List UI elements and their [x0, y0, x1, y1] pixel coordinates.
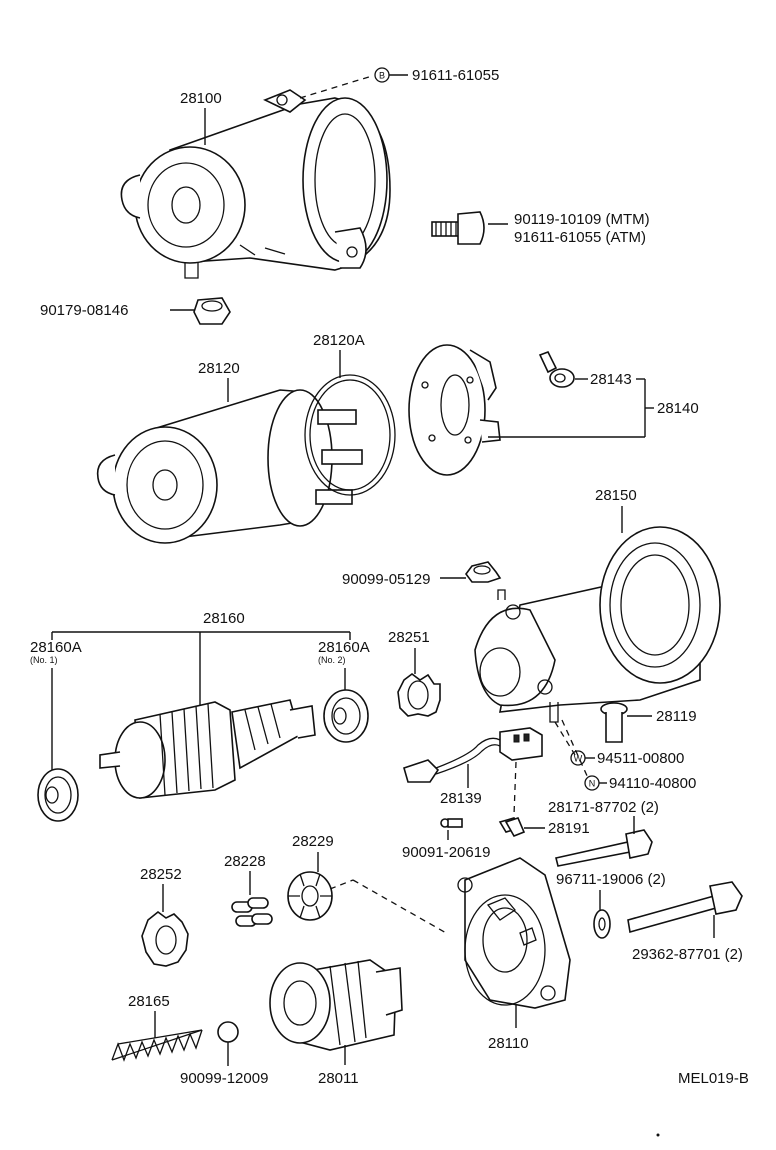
gear-28229-drawing — [287, 871, 333, 921]
brush-holder-drawing — [408, 344, 501, 476]
lead-wire-drawing — [403, 727, 543, 783]
label-28252: 28252 — [140, 866, 182, 883]
label-28160a-1: 28160A — [30, 639, 82, 656]
nut-90099-05129-drawing — [465, 561, 502, 583]
marker-b-label: B — [379, 71, 385, 81]
label-28229: 28229 — [292, 833, 334, 850]
label-28251: 28251 — [388, 629, 430, 646]
starter-assembly-drawing — [120, 89, 391, 279]
label-28100: 28100 — [180, 90, 222, 107]
label-28160: 28160 — [203, 610, 245, 627]
label-no-1: (No. 1) — [30, 655, 58, 665]
label-28165: 28165 — [128, 993, 170, 1010]
bolt-29362-drawing — [627, 881, 743, 934]
label-28171-87702: 28171-87702 (2) — [548, 799, 659, 816]
washer-96711-drawing — [593, 909, 611, 939]
label-94110-40800: 94110-40800 — [609, 775, 696, 792]
nut-90179-drawing — [193, 297, 231, 325]
rollers-28228-drawing — [231, 897, 273, 927]
bearing-no2-drawing — [323, 689, 369, 743]
label-94511-00800: 94511-00800 — [597, 750, 684, 767]
label-91611-61055-atm: 91611-61055 (ATM) — [514, 229, 646, 246]
label-28120a: 28120A — [313, 332, 365, 349]
label-29362-87701: 29362-87701 (2) — [632, 946, 743, 963]
bolt-90119-drawing — [431, 211, 485, 245]
label-90119-10109: 90119-10109 (MTM) — [514, 211, 650, 228]
label-96711-19006: 96711-19006 (2) — [556, 871, 666, 888]
screw-90091-drawing — [440, 818, 463, 828]
label-90099-05129: 90099-05129 — [342, 571, 430, 588]
label-90091-20619: 90091-20619 — [402, 844, 490, 861]
label-91611-61055-top: 91611-61055 — [412, 67, 499, 84]
marker-w-label: W — [574, 754, 583, 764]
label-28160a-2: 28160A — [318, 639, 370, 656]
end-frame-28110-drawing — [457, 857, 571, 1009]
bolt-28171-drawing — [555, 829, 653, 867]
label-90179-08146: 90179-08146 — [40, 302, 128, 319]
label-28110: 28110 — [488, 1035, 529, 1052]
drawing-code: MEL019-B — [678, 1070, 749, 1087]
label-28191: 28191 — [548, 820, 590, 837]
label-28150: 28150 — [595, 487, 637, 504]
clutch-28011-drawing — [269, 959, 403, 1051]
label-no-2: (No. 2) — [318, 655, 346, 665]
label-28120: 28120 — [198, 360, 240, 377]
label-28119: 28119 — [656, 708, 697, 725]
gasket-28120a-drawing — [304, 374, 396, 496]
armature-drawing — [99, 699, 316, 799]
terminal-28191-drawing — [498, 817, 526, 838]
label-28011: 28011 — [318, 1070, 359, 1087]
label-28228: 28228 — [224, 853, 266, 870]
ball-90099-12009-drawing — [217, 1021, 239, 1043]
label-28139: 28139 — [440, 790, 482, 807]
marker-n-label: N — [589, 779, 596, 789]
label-90099-12009: 90099-12009 — [180, 1070, 268, 1087]
spring-28143-drawing — [538, 350, 575, 388]
gear-28252-drawing — [141, 910, 189, 967]
spring-28165-drawing — [111, 1029, 203, 1062]
gear-28251-drawing — [397, 673, 441, 717]
corner-dot — [656, 1133, 660, 1137]
label-28143: 28143 — [590, 371, 632, 388]
field-frame-drawing — [96, 389, 363, 544]
pin-28119-drawing — [600, 702, 628, 743]
bearing-no1-drawing — [37, 768, 79, 822]
drive-housing-drawing — [474, 526, 721, 723]
label-28140: 28140 — [657, 400, 699, 417]
